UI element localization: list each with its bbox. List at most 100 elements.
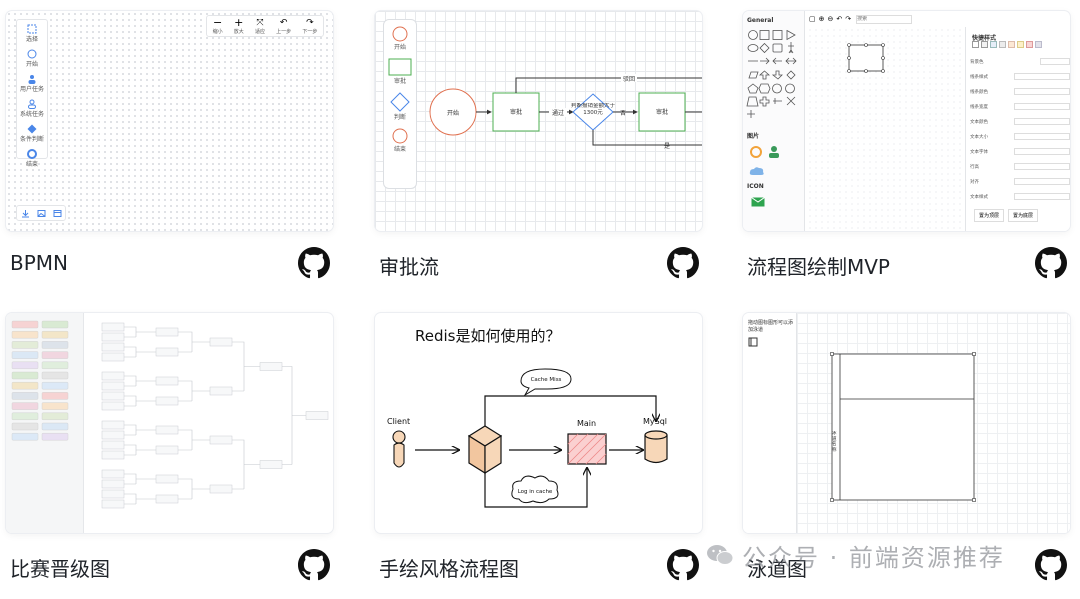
bracket-slot[interactable] <box>155 396 179 406</box>
team-chip[interactable] <box>11 320 39 329</box>
team-chip[interactable] <box>41 432 69 441</box>
bracket-slot[interactable] <box>101 391 125 401</box>
team-chip[interactable] <box>41 412 69 421</box>
swatch[interactable] <box>1035 41 1042 48</box>
prop-input[interactable] <box>1014 118 1070 125</box>
team-chip[interactable] <box>41 392 69 400</box>
bracket-slot[interactable] <box>101 479 125 489</box>
text-style-buttons[interactable] <box>1014 193 1070 200</box>
bracket-preview[interactable] <box>6 313 333 533</box>
flow-approve-node-2[interactable] <box>638 92 686 132</box>
team-chip[interactable] <box>11 422 39 431</box>
prop-select[interactable] <box>1014 103 1070 110</box>
zoom-out-button[interactable]: −缩小 <box>212 15 223 35</box>
zoom-out-icon[interactable]: ⊖ <box>827 15 834 23</box>
bracket-slot[interactable] <box>101 322 125 332</box>
bring-to-front-button[interactable]: 置为顶层 <box>974 209 1005 222</box>
lane-shape-icon[interactable] <box>748 337 758 347</box>
github-icon[interactable] <box>298 247 330 279</box>
bracket-slot[interactable] <box>101 430 125 440</box>
zoom-in-icon[interactable]: ⊕ <box>818 15 825 23</box>
team-chip[interactable] <box>41 371 69 380</box>
team-chip[interactable] <box>11 412 39 421</box>
bracket-slot[interactable] <box>209 337 233 347</box>
bracket-slot[interactable] <box>101 332 125 342</box>
selected-rect-shape[interactable] <box>845 41 895 81</box>
team-chip[interactable] <box>41 331 69 339</box>
team-chip[interactable] <box>11 381 39 390</box>
swatch[interactable] <box>981 41 988 48</box>
bracket-slot[interactable] <box>209 484 233 494</box>
team-chip[interactable] <box>11 351 39 359</box>
prop-select[interactable] <box>1014 163 1070 170</box>
card-title[interactable]: 手绘风格流程图 <box>379 557 519 581</box>
zoom-in-button[interactable]: +放大 <box>233 15 244 35</box>
hand-drawn-preview[interactable]: Redis是如何使用的？ Client Main <box>375 313 702 533</box>
flow-approve-node-1[interactable] <box>492 92 540 132</box>
bracket-slot[interactable] <box>155 445 179 455</box>
swatch[interactable] <box>1008 41 1015 48</box>
mvp-preview[interactable]: General 图片 ICON <box>743 11 1070 231</box>
prop-select[interactable] <box>1014 73 1070 80</box>
bracket-slot[interactable] <box>305 411 329 420</box>
bpmn-preview[interactable]: 选择 开始 用户任务 系统任务 条件判断 <box>6 11 333 231</box>
prop-stepper[interactable] <box>1014 133 1070 140</box>
export-icon[interactable] <box>53 209 62 218</box>
team-chip[interactable] <box>41 422 69 431</box>
palette-start[interactable]: 开始 <box>392 26 408 51</box>
github-icon[interactable] <box>667 247 699 279</box>
team-chip[interactable] <box>41 351 69 359</box>
swimlane-pool[interactable] <box>831 353 975 501</box>
bracket-slot[interactable] <box>209 435 233 445</box>
mvp-canvas[interactable] <box>807 27 965 231</box>
palette-decision[interactable]: 判断 <box>390 92 410 121</box>
team-chip[interactable] <box>11 331 39 339</box>
bracket-slot[interactable] <box>101 420 125 430</box>
team-chip[interactable] <box>11 432 39 441</box>
bracket-slot[interactable] <box>259 460 283 469</box>
bracket-slot[interactable] <box>101 352 125 362</box>
swatch[interactable] <box>999 41 1006 48</box>
image-icon[interactable] <box>37 209 46 218</box>
swatch[interactable] <box>1026 41 1033 48</box>
bracket-slot[interactable] <box>155 425 179 435</box>
team-chip[interactable] <box>41 402 69 410</box>
bracket-slot[interactable] <box>101 469 125 479</box>
team-chip[interactable] <box>11 402 39 410</box>
team-chip[interactable] <box>41 320 69 329</box>
bracket-slot[interactable] <box>259 362 283 371</box>
bracket-slot[interactable] <box>155 494 179 504</box>
card-title[interactable]: 泳道图 <box>747 557 807 581</box>
bracket-slot[interactable] <box>155 327 179 337</box>
bracket-slot[interactable] <box>101 401 125 411</box>
card-title[interactable]: 流程图绘制MVP <box>747 255 890 279</box>
team-chip[interactable] <box>11 361 39 369</box>
team-chip[interactable] <box>11 392 39 400</box>
github-icon[interactable] <box>298 549 330 581</box>
bracket-slot[interactable] <box>155 474 179 484</box>
swatch[interactable] <box>1017 41 1024 48</box>
github-icon[interactable] <box>1035 549 1067 581</box>
team-chip[interactable] <box>41 361 69 369</box>
undo-button[interactable]: ↶上一步 <box>276 17 292 35</box>
team-chip[interactable] <box>11 341 39 349</box>
align-buttons[interactable] <box>1014 178 1070 185</box>
approval-preview[interactable]: 开始 审批 判断 结束 开始 审批 通过 判断报销金额大于1300元 否 <box>375 11 702 231</box>
send-to-back-button[interactable]: 置为底层 <box>1008 209 1039 222</box>
team-chip[interactable] <box>11 371 39 380</box>
redo-icon[interactable]: ↷ <box>845 15 852 23</box>
bracket-slot[interactable] <box>155 347 179 357</box>
bracket-slot[interactable] <box>101 499 125 509</box>
bracket-slot[interactable] <box>101 342 125 352</box>
main-box[interactable] <box>567 433 607 465</box>
card-title[interactable]: 比赛晋级图 <box>10 557 110 581</box>
swatch[interactable] <box>972 41 979 48</box>
swimlane-preview[interactable]: 拖动图标图形可以添加泳道 泳道名称 <box>743 313 1070 533</box>
search-input[interactable] <box>856 14 913 24</box>
bracket-slot[interactable] <box>101 489 125 499</box>
bracket-slot[interactable] <box>209 386 233 396</box>
prop-input[interactable] <box>1014 88 1070 95</box>
team-chip[interactable] <box>41 341 69 349</box>
bracket-slot[interactable] <box>101 381 125 391</box>
github-icon[interactable] <box>1035 247 1067 279</box>
